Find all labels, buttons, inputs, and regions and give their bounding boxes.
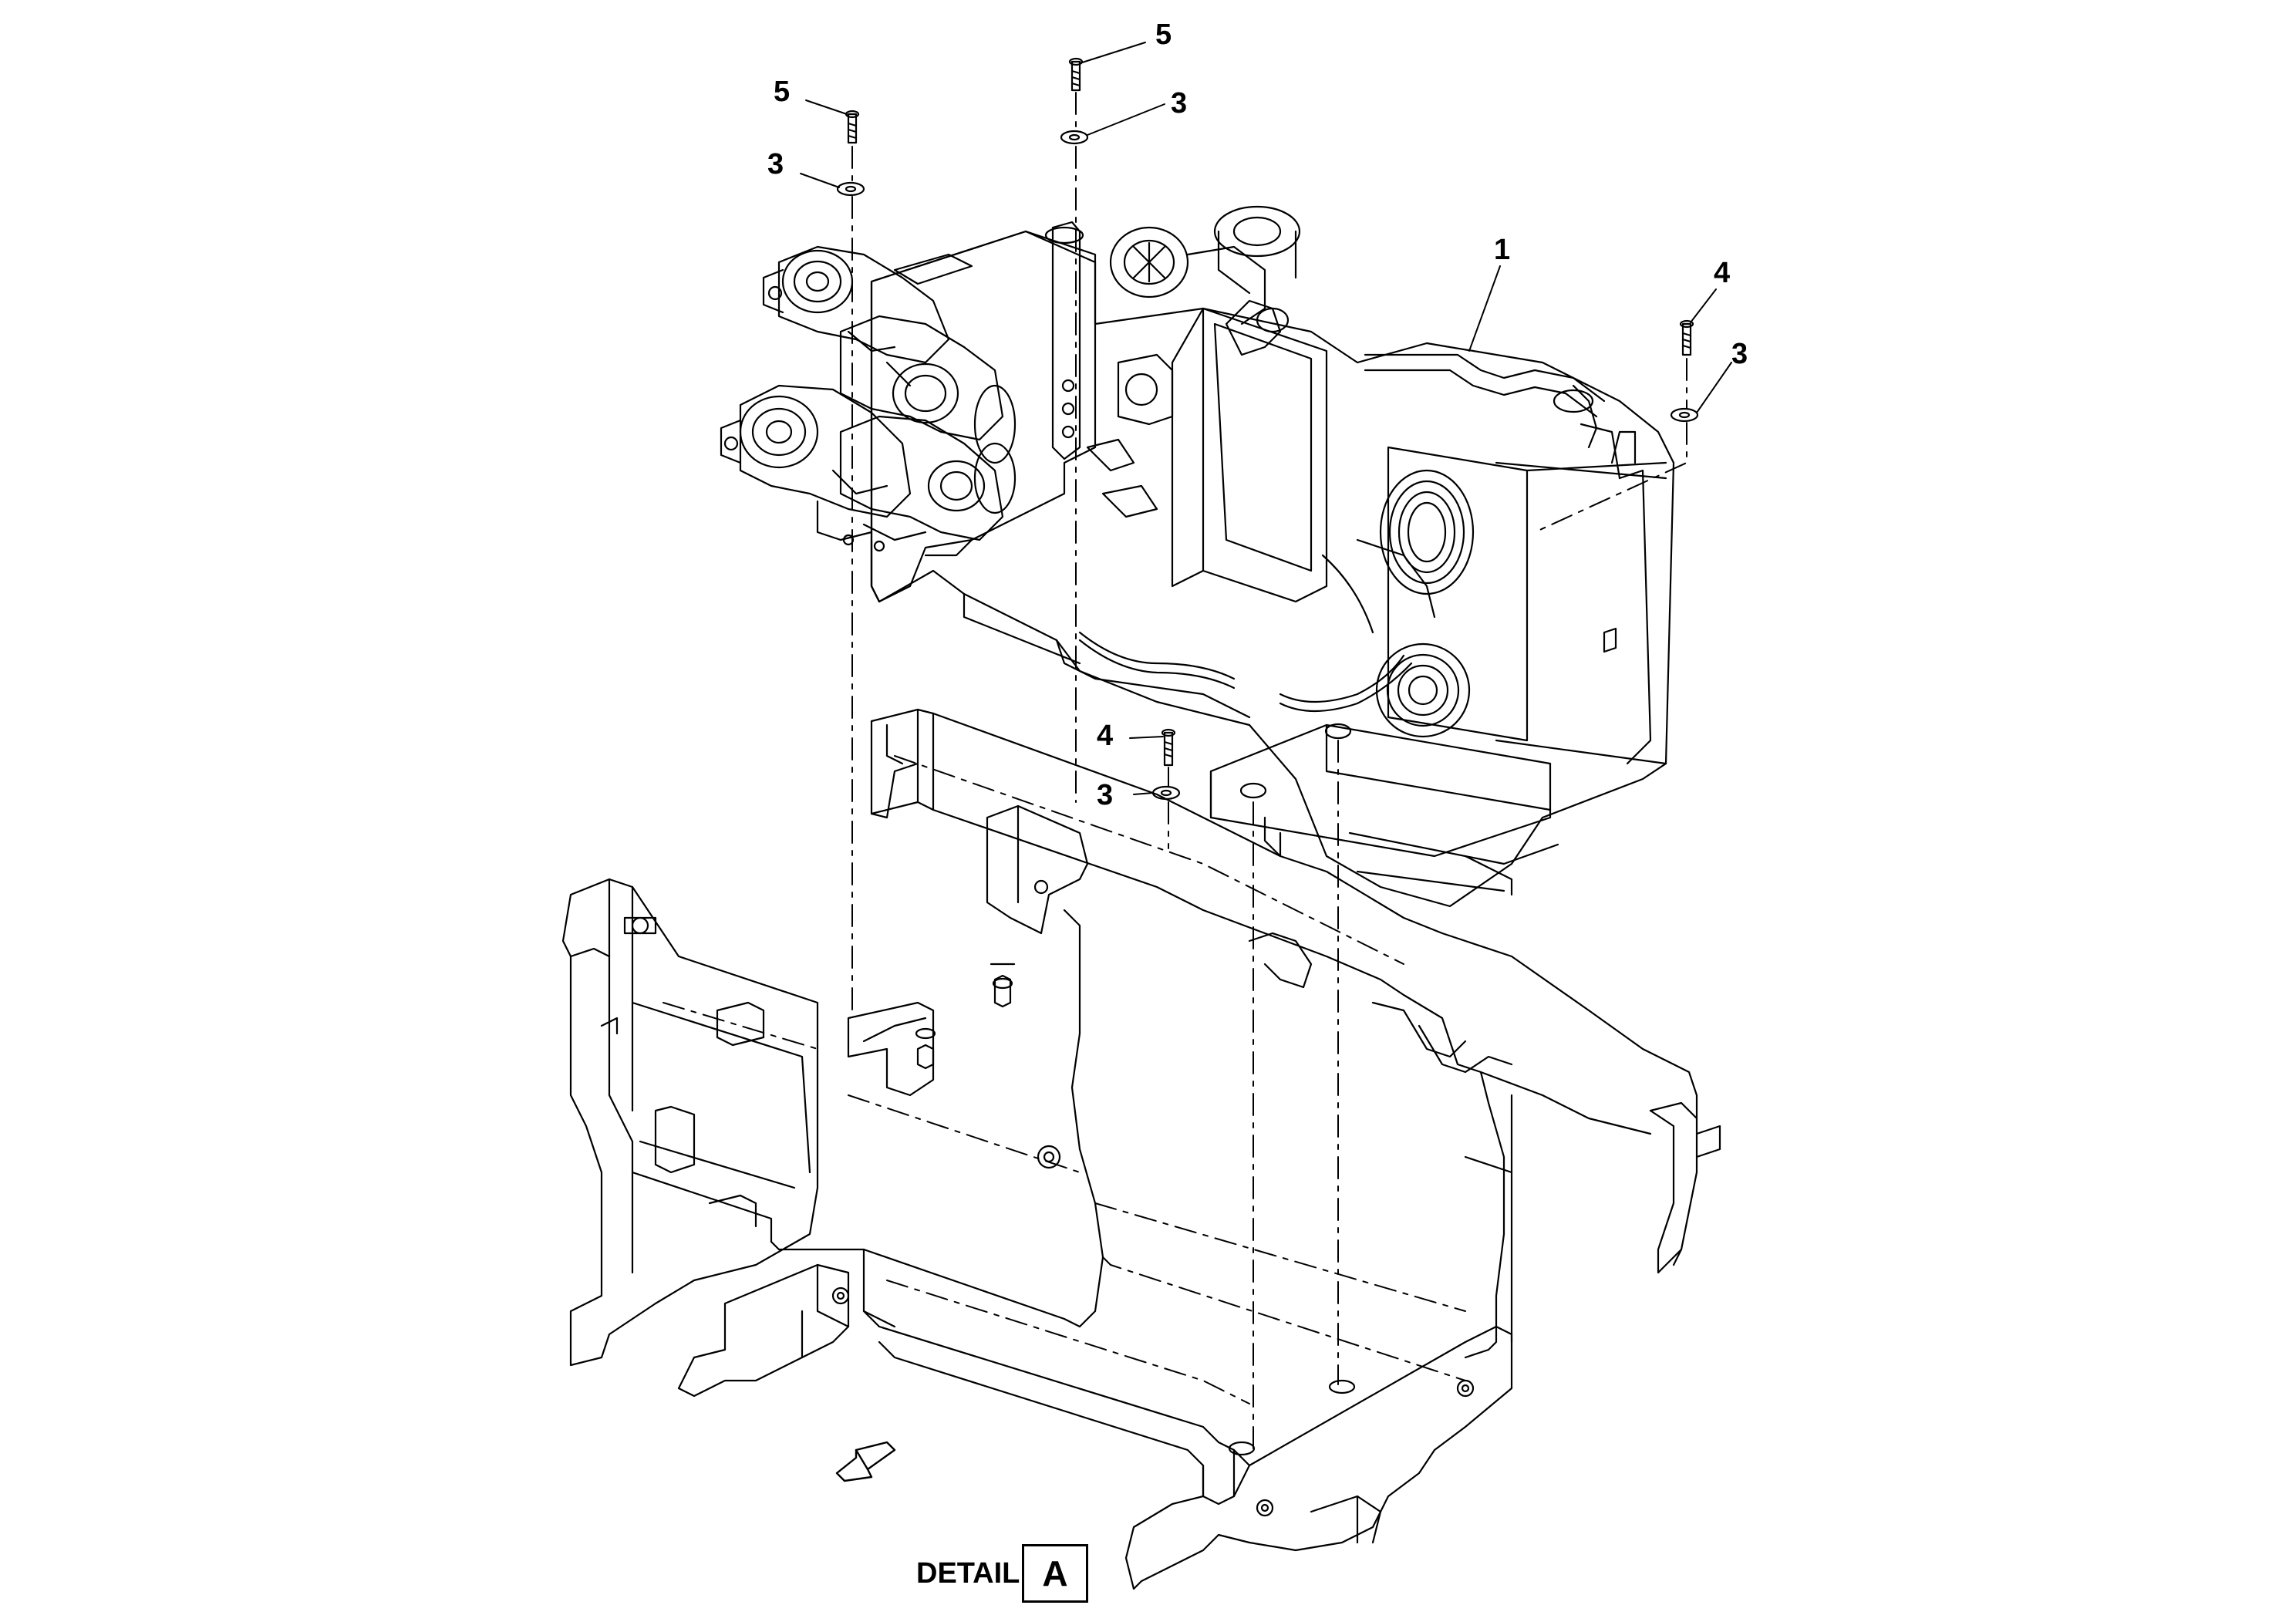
callout-3-left: 3 — [767, 148, 784, 180]
bolt-5-left — [845, 110, 860, 144]
callout-3-center: 3 — [1097, 779, 1114, 811]
washer-3-right — [1670, 407, 1699, 423]
callout-4-right: 4 — [1714, 257, 1731, 289]
callout-5-top: 5 — [1155, 19, 1172, 51]
washer-3-center — [1151, 785, 1181, 801]
detail-letter-box: A — [1022, 1544, 1088, 1603]
alignment-lines — [663, 92, 1687, 1449]
detail-label: DETAIL — [916, 1557, 1020, 1590]
engine-pump-assembly — [870, 205, 1675, 908]
bolt-4-right — [1679, 319, 1694, 356]
callout-1: 1 — [1494, 234, 1511, 266]
washer-3-left — [836, 181, 865, 197]
callout-3-right: 3 — [1731, 338, 1748, 370]
washer-3-top — [1060, 130, 1089, 145]
front-direction-arrow-icon — [835, 1441, 896, 1482]
leader-lines — [800, 42, 1732, 795]
callout-4-center: 4 — [1097, 720, 1114, 752]
bolt-4-center — [1161, 728, 1176, 767]
callout-3-top: 3 — [1171, 87, 1188, 120]
chassis-frame — [561, 708, 1721, 1590]
callout-5-left: 5 — [774, 76, 791, 108]
hydraulic-pump-cluster — [720, 245, 1017, 552]
